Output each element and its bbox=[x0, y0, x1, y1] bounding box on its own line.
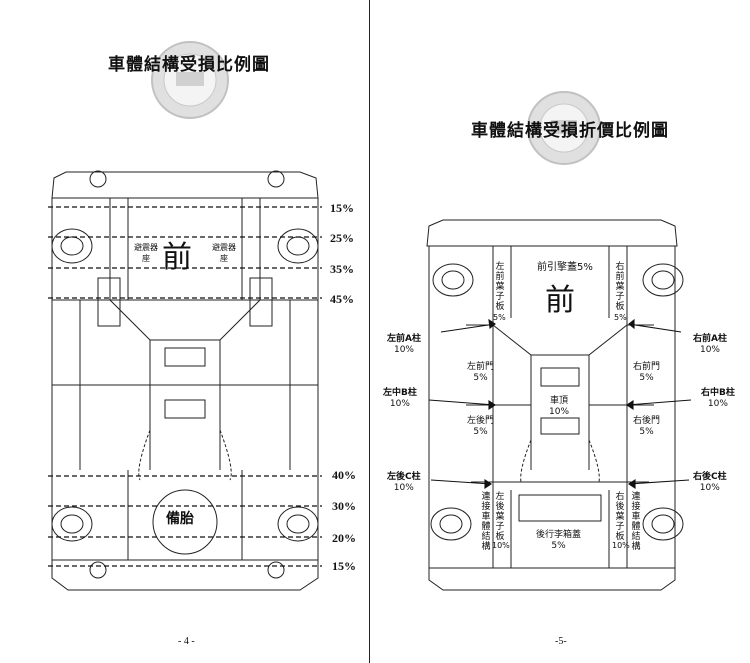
percent-label: 20% bbox=[332, 531, 356, 545]
watermark-seal bbox=[527, 91, 601, 165]
percent-label: 45% bbox=[330, 292, 354, 306]
shock-tower-right: 避震器座 bbox=[212, 243, 236, 263]
left-connector: 連接車體結構 bbox=[481, 492, 491, 552]
percent-label: 30% bbox=[332, 499, 356, 513]
left-page: 車體結構受損比例圖 15% 25% 35% 45% 40% 30% 20% 15… bbox=[0, 0, 370, 663]
percent-label: 15% bbox=[332, 559, 356, 573]
left-front-fender: 左前葉子板 bbox=[495, 262, 505, 312]
front-char: 前 bbox=[162, 240, 192, 275]
left-page-title: 車體結構受損比例圖 bbox=[108, 55, 270, 75]
left-page-number: - 4 - bbox=[178, 636, 195, 647]
hood-label: 前引擎蓋5% bbox=[537, 262, 593, 273]
percent-label: 15% bbox=[330, 201, 354, 215]
right-connector: 連接車體結構 bbox=[631, 492, 641, 552]
left-rear-fender: 左後葉子板 bbox=[495, 492, 505, 542]
right-front-fender: 右前葉子板 bbox=[615, 262, 625, 312]
shock-tower-left: 避震器座 bbox=[134, 243, 158, 263]
watermark-seal bbox=[151, 41, 229, 119]
right-car-diagram bbox=[426, 91, 692, 591]
right-page-number: -5- bbox=[555, 636, 567, 647]
percent-label: 40% bbox=[332, 468, 356, 482]
left-rear-fender-pct: 10% bbox=[492, 541, 510, 550]
right-page: 車體結構受損折價比例圖 前引擎蓋5% 前 左前葉子板 5% 右前葉子板 5% 左… bbox=[371, 0, 750, 663]
right-front-fender-pct: 5% bbox=[614, 313, 627, 322]
right-page-title: 車體結構受損折價比例圖 bbox=[471, 121, 669, 141]
right-rear-fender: 右後葉子板 bbox=[615, 492, 625, 542]
percent-label: 25% bbox=[330, 231, 354, 245]
left-front-fender-pct: 5% bbox=[493, 313, 506, 322]
right-rear-fender-pct: 10% bbox=[612, 541, 630, 550]
front-char: 前 bbox=[545, 283, 575, 318]
left-car-diagram bbox=[48, 41, 322, 591]
spare-tire-label: 備胎 bbox=[166, 511, 194, 527]
percent-label: 35% bbox=[330, 262, 354, 276]
